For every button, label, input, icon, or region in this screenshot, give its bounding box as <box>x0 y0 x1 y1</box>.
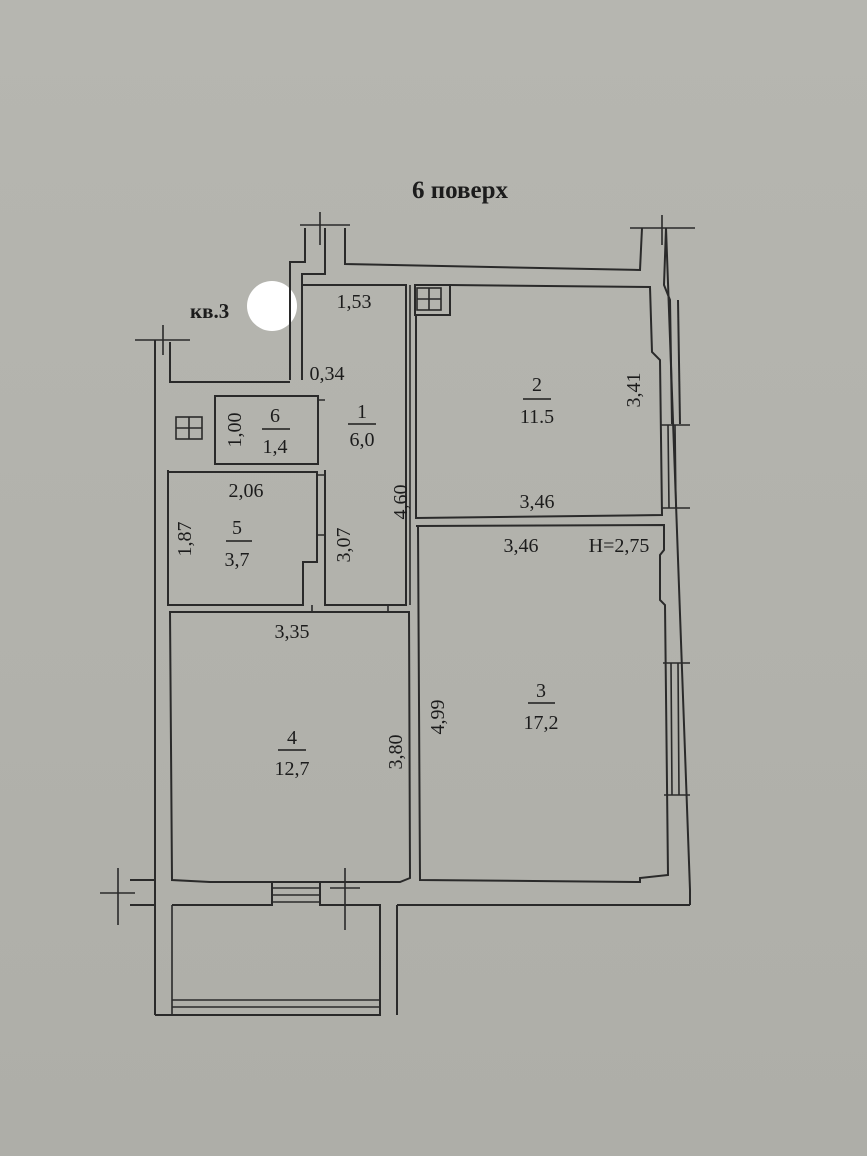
room-label-4: 4 12,7 <box>275 727 310 780</box>
dim-room5-depth: 1,87 <box>174 522 196 557</box>
room-label-3: 3 17,2 <box>524 680 559 734</box>
room-outlines <box>167 284 690 884</box>
dim-room4-depth: 3,80 <box>385 735 407 770</box>
dim-room3-depth: 4,99 <box>427 700 449 735</box>
floor-title: 6 поверх <box>412 177 509 204</box>
dim-room3-width: 3,46 <box>504 535 539 557</box>
svg-text:2: 2 <box>532 374 542 396</box>
dim-room4-width: 3,35 <box>275 621 310 643</box>
svg-text:3,7: 3,7 <box>225 549 250 571</box>
dim-corridor-length: 4,60 <box>390 485 412 520</box>
room-label-1: 1 6,0 <box>348 401 376 451</box>
room-label-2: 2 11.5 <box>520 374 554 428</box>
redaction-circle <box>247 281 297 331</box>
svg-text:6,0: 6,0 <box>350 429 375 451</box>
svg-text:1,4: 1,4 <box>263 436 288 458</box>
dim-room5-width: 2,06 <box>229 480 264 502</box>
svg-text:12,7: 12,7 <box>275 758 310 780</box>
dim-corridor-lower: 3,07 <box>333 528 355 563</box>
dim-corridor-niche: 0,34 <box>310 363 345 385</box>
dim-room2-width: 3,46 <box>520 491 555 513</box>
ventilation-shaft-icon <box>175 416 203 440</box>
dim-room6-depth: 1,00 <box>224 413 246 448</box>
dim-room2-depth: 3,41 <box>623 373 645 408</box>
room-label-6: 6 1,4 <box>262 405 290 458</box>
apartment-label: кв.3 <box>190 299 229 323</box>
ventilation-shaft-icon <box>416 287 442 311</box>
svg-text:11.5: 11.5 <box>520 406 554 428</box>
room-label-5: 5 3,7 <box>225 517 252 571</box>
svg-text:6: 6 <box>270 405 280 427</box>
svg-text:3: 3 <box>536 680 546 702</box>
dim-corridor-top: 1,53 <box>337 291 372 313</box>
svg-text:17,2: 17,2 <box>524 712 559 734</box>
svg-text:1: 1 <box>357 401 367 423</box>
dimension-labels: 1,53 0,34 3,46 3,46 Н=2,75 2,06 3,35 3,4… <box>174 291 649 770</box>
svg-text:5: 5 <box>232 517 242 539</box>
outer-walls <box>100 212 695 1016</box>
svg-text:4: 4 <box>287 727 297 749</box>
ceiling-height: Н=2,75 <box>589 535 650 557</box>
